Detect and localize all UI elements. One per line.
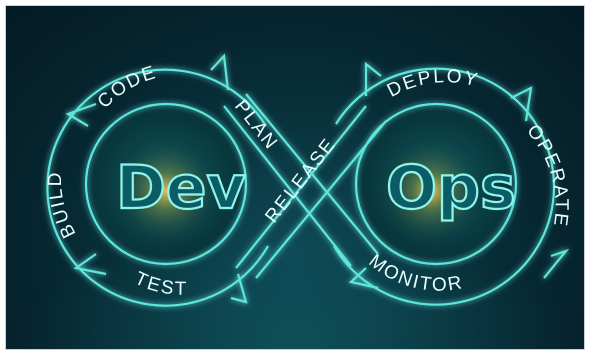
left-arrow-notch-test [230,273,248,304]
left-outer-ring [46,68,269,307]
right-arrow-notch-deploy [364,61,382,96]
cross-band-a-edge1 [223,105,352,267]
right-arrow-notch-bottom [543,248,570,279]
stage-operate-label: OPERATE [522,121,571,229]
stage-deploy-label: DEPLOY [384,66,481,102]
left-inner-ring [84,102,248,266]
right-core-glow [376,136,486,246]
right-inner-ring [354,102,518,266]
right-outer-ring [333,67,556,306]
cross-band-b-edge1 [235,105,367,269]
right-arrow-notch-top [510,86,533,122]
left-arrow-notch-bottom [73,253,107,276]
cross-band-b-edge2 [255,120,387,279]
infinity-loop-graphic: CODE BUILD TEST DEPLOY OPERATE MONITOR P… [45,53,571,307]
right-arrow-notch-monitor [348,267,379,290]
ops-word: Ops [386,153,516,223]
stage-build-label: BUILD [45,171,80,242]
infinity-outline [46,53,570,307]
left-arrow-notch-code [210,53,230,91]
devops-infinity-diagram: CODE BUILD TEST DEPLOY OPERATE MONITOR P… [5,5,585,350]
stage-test-label: TEST [131,268,188,300]
dev-word: Dev [116,153,246,223]
left-core-glow [111,136,221,246]
left-arrow-notch-top [65,102,97,127]
floor-glow [6,229,584,349]
